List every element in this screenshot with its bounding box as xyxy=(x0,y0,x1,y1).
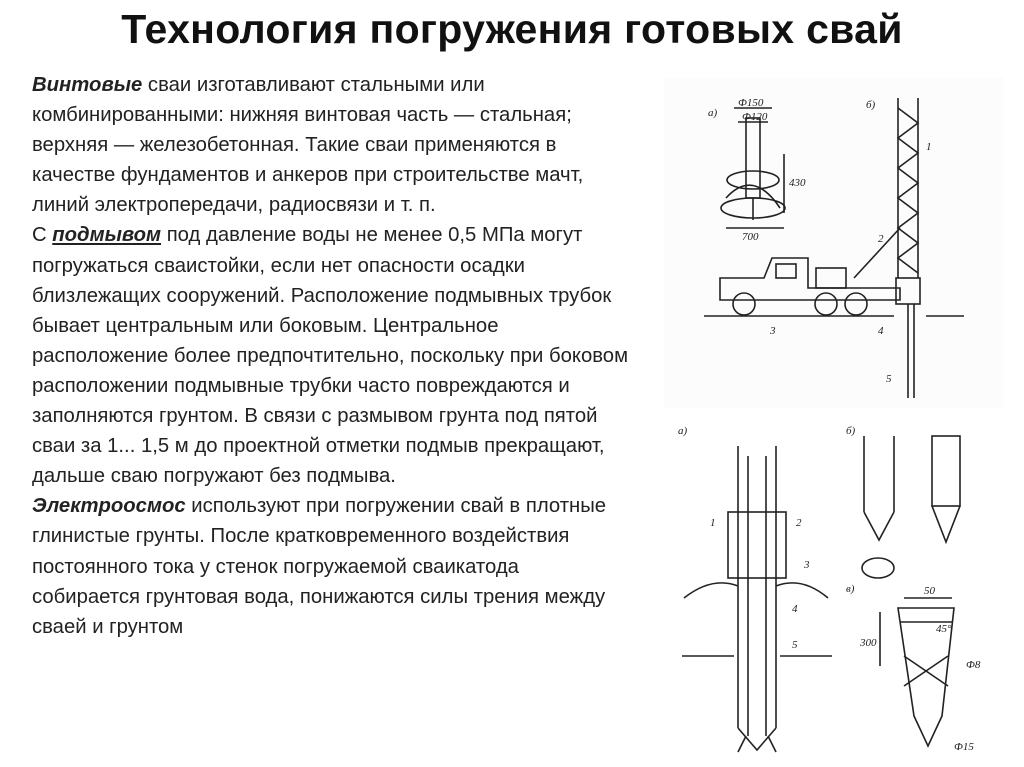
label-4: 4 xyxy=(792,603,798,615)
dim-430: 430 xyxy=(789,177,806,189)
paragraph-prefix: С xyxy=(32,224,53,247)
dim-45: 45° xyxy=(936,623,952,635)
pile-tip-b-drawing xyxy=(861,435,961,579)
panel-label-v: в) xyxy=(846,583,855,595)
figure-screw-pile-rig: а) б) Ф150 Ф120 430 700 xyxy=(664,78,1004,408)
paragraph-text: под давление воды не менее 0,5 МПа могут… xyxy=(32,224,629,488)
panel-label-b: б) xyxy=(846,425,856,437)
paragraph-screw-piles: Винтовые сваи изготавливают стальными ил… xyxy=(32,70,632,220)
truck-drawing xyxy=(719,257,901,316)
term-screw: Винтовые xyxy=(32,74,143,96)
dim-300: 300 xyxy=(859,637,877,649)
page-title: Технология погружения готовых свай xyxy=(121,6,903,52)
body-text: Винтовые сваи изготавливают стальными ил… xyxy=(32,70,632,642)
paragraph-jetting: С подмывом под давление воды не менее 0,… xyxy=(32,220,632,491)
dim-8: Ф8 xyxy=(966,659,981,671)
label-4: 4 xyxy=(878,325,884,337)
paragraph-text: сваи изготавливают стальными или комбини… xyxy=(32,74,584,217)
label-1: 1 xyxy=(926,141,932,153)
panel-label-b: б) xyxy=(866,99,876,111)
dim-120: Ф120 xyxy=(742,111,768,123)
rig-mast-drawing xyxy=(853,98,921,398)
label-2: 2 xyxy=(878,233,884,245)
label-5: 5 xyxy=(792,639,798,651)
panel-label-a: а) xyxy=(678,425,688,437)
screw-pile-drawing xyxy=(720,107,786,229)
label-2: 2 xyxy=(796,517,802,529)
paragraph-text: используют при погружении свай в плотные… xyxy=(32,495,607,638)
dim-15: Ф15 xyxy=(954,741,974,753)
dim-150: Ф150 xyxy=(738,97,764,109)
figure-jetting-pile: а) 1 2 3 4 5 xyxy=(672,416,842,762)
panel-label-a: а) xyxy=(708,107,718,119)
term-jetting: подмывом xyxy=(52,224,162,247)
paragraph-electroosmosis: Электроосмос используют при погружении с… xyxy=(32,491,632,641)
jetting-pile-drawing xyxy=(682,446,832,753)
pile-tip-v-drawing xyxy=(879,597,955,748)
label-3: 3 xyxy=(803,559,810,571)
term-electroosmosis: Электроосмос xyxy=(32,495,186,518)
label-3: 3 xyxy=(769,325,776,337)
figure-pile-tips: б) в) 50 300 45° Ф8 Ф15 xyxy=(842,416,1020,762)
dim-50: 50 xyxy=(924,585,936,597)
label-1: 1 xyxy=(710,517,716,529)
dim-700: 700 xyxy=(742,231,759,243)
label-5: 5 xyxy=(886,373,892,385)
